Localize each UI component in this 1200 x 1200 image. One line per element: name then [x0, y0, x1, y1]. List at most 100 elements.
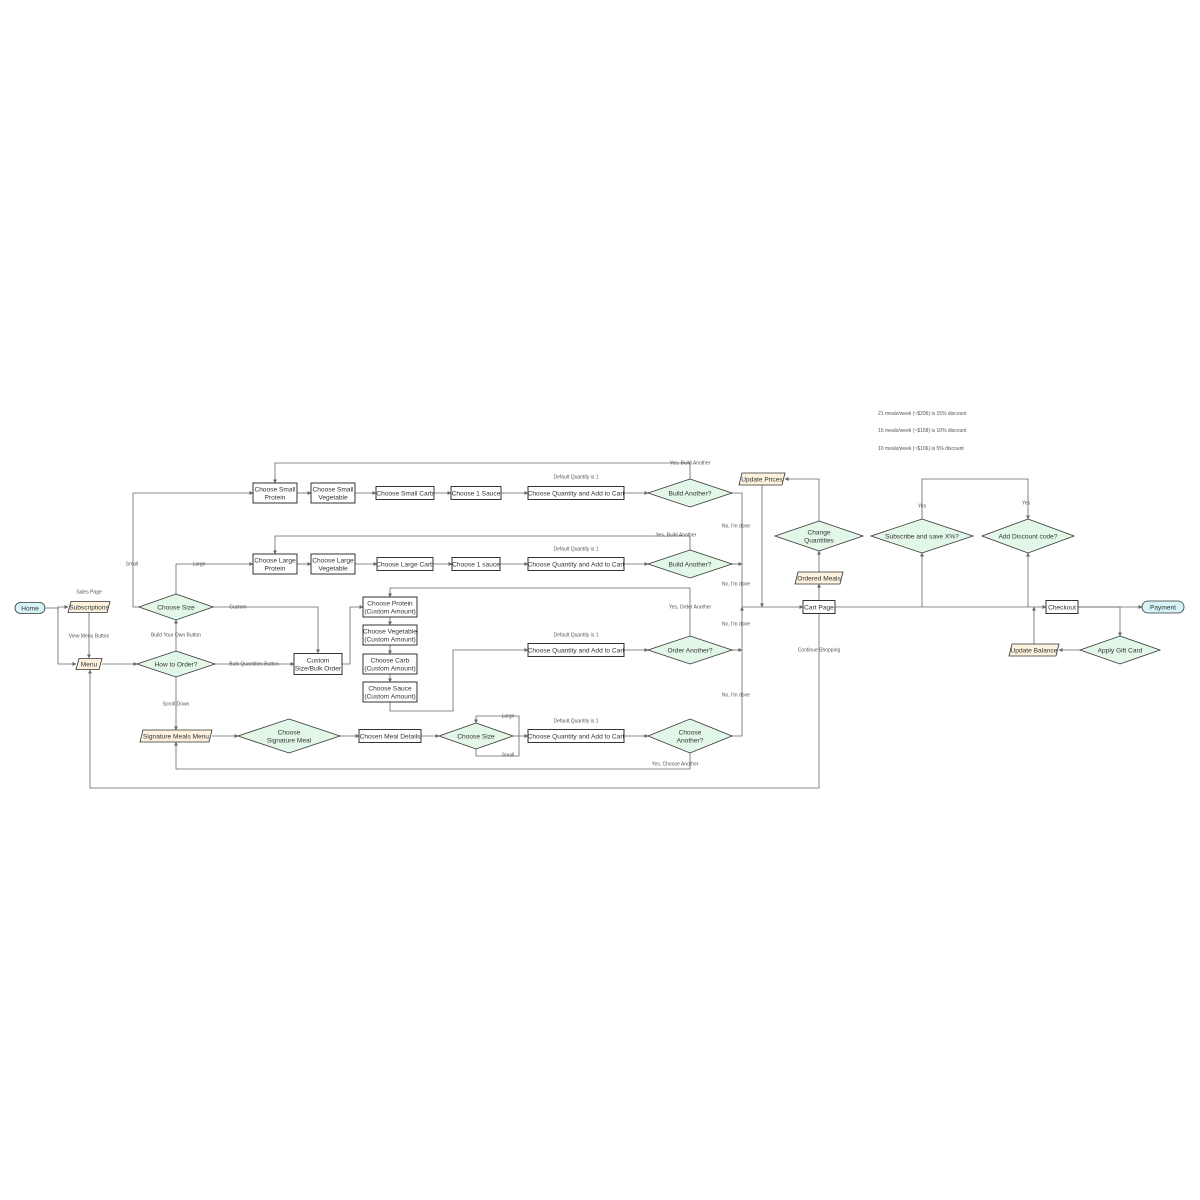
node-label: Choose Size [157, 604, 195, 611]
node-shape [646, 635, 734, 665]
node-order-another[interactable]: Order Another? [646, 635, 734, 665]
node-label: Choose Protein(Custom Amount) [364, 600, 415, 615]
node-home[interactable]: Home [14, 602, 46, 614]
node-choose-size[interactable]: Choose Size [137, 593, 215, 621]
node-shape [358, 729, 422, 743]
node-choose-vegetable-custom[interactable]: Choose Vegetable(Custom Amount) [362, 624, 418, 646]
node-shape [310, 553, 356, 575]
node-shape [1045, 600, 1079, 614]
node-label: Choose Vegetable(Custom Amount) [363, 628, 417, 643]
node-choose-1-sauce-large[interactable]: Choose 1 sauce [451, 557, 501, 571]
node-add-discount-code[interactable]: Add Discount code? [980, 518, 1076, 554]
edge-size-large [175, 562, 254, 594]
edge-continue [88, 613, 820, 789]
node-chosen-meal-details[interactable]: Chosen Meal Details [358, 729, 422, 743]
node-label: Choose 1 Sauce [452, 490, 501, 497]
node-shape [362, 596, 418, 618]
node-how-to-order[interactable]: How to Order? [135, 650, 217, 678]
edge-label-continue-shopping: Continue Shopping [798, 648, 841, 654]
edge-label-default-qty-custom: Default Quantity is 1 [553, 633, 598, 639]
node-ordered-meals[interactable]: Ordered Meals [794, 571, 844, 585]
edge-l-loop [273, 535, 691, 555]
edge-sig-done [732, 606, 744, 737]
node-qty-cart-small[interactable]: Choose Quantity and Add to Cart [527, 486, 625, 500]
node-shape [252, 482, 298, 504]
edge-label-no-done-1: No, I'm done [722, 524, 750, 530]
node-build-another-large[interactable]: Build Another? [646, 549, 734, 579]
edge-label-default-qty-small: Default Quantity is 1 [553, 475, 598, 481]
node-shape [646, 478, 734, 508]
edge-label-yes-subscribe: Yes [918, 504, 927, 510]
node-shape [139, 729, 213, 743]
node-choose-small-carb[interactable]: Choose Small Carb [375, 486, 435, 500]
node-choose-large-carb[interactable]: Choose Large Carb [376, 557, 434, 571]
note-discount-10: 10 meals/week (~$106) is 5% discount [878, 446, 964, 452]
edge-label-view-menu-button: View Menu Button [69, 634, 110, 640]
node-choose-size-signature[interactable]: Choose Size [437, 722, 515, 750]
node-choose-sauce-custom[interactable]: Choose Sauce(Custom Amount) [362, 681, 418, 703]
edge-custom-chain [342, 605, 364, 665]
node-label: Subscriptions [69, 604, 109, 611]
node-cart-page[interactable]: Cart Page [802, 600, 836, 614]
node-label: Update Prices [741, 476, 783, 483]
node-choose-1-sauce-small[interactable]: Choose 1 Sauce [450, 486, 502, 500]
node-label: Build Another? [669, 561, 712, 568]
edge-label-yes-build-another-large: Yes, Build Another [656, 533, 697, 539]
edge-label-yes-build-another-small: Yes, Build Another [670, 461, 711, 467]
node-shape [451, 557, 501, 571]
note-discount-15: 15 meals/week (~$158) is 10% discount [878, 428, 967, 434]
edge-checkout-gift [1078, 606, 1122, 637]
node-choose-protein-custom[interactable]: Choose Protein(Custom Amount) [362, 596, 418, 618]
node-shape [135, 650, 217, 678]
node-update-balance[interactable]: Update Balance [1008, 643, 1060, 657]
node-label: Build Another? [669, 490, 712, 497]
edge-label-yes-choose-another: Yes, Choose Another [652, 762, 699, 768]
node-signature-meals-menu[interactable]: Signature Meals Menu [139, 729, 213, 743]
node-checkout[interactable]: Checkout [1045, 600, 1079, 614]
node-qty-cart-custom[interactable]: Choose Quantity and Add to Cart [527, 643, 625, 657]
edge-sig-large [474, 715, 520, 737]
node-shape [450, 486, 502, 500]
node-choose-carb-custom[interactable]: Choose Carb(Custom Amount) [362, 653, 418, 675]
edge-label-scroll-down: Scroll Down [163, 702, 190, 708]
node-build-another-small[interactable]: Build Another? [646, 478, 734, 508]
node-subscriptions[interactable]: Subscriptions [67, 601, 111, 613]
node-shape [437, 722, 515, 750]
node-label: Ordered Meals [797, 575, 841, 582]
node-shape [362, 681, 418, 703]
node-shape [362, 653, 418, 675]
edge-c-out [389, 648, 529, 712]
node-update-prices[interactable]: Update Prices [738, 472, 786, 486]
node-shape [646, 718, 734, 754]
node-qty-cart-signature[interactable]: Choose Quantity and Add to Cart [527, 729, 625, 743]
node-shape [376, 557, 434, 571]
node-label: Choose Quantity and Add to Cart [528, 733, 625, 740]
node-qty-cart-large[interactable]: Choose Quantity and Add to Cart [527, 557, 625, 571]
node-label: Choose Sauce(Custom Amount) [364, 685, 415, 700]
edge-home [46, 607, 77, 666]
node-apply-gift-card[interactable]: Apply Gift Card [1078, 635, 1162, 665]
edge-label-no-done-4: No, I'm done [722, 693, 750, 699]
node-menu[interactable]: Menu [75, 658, 103, 670]
node-shape [869, 518, 975, 554]
node-payment[interactable]: Payment [1141, 600, 1185, 614]
edge-label-no-done-2: No, I'm done [722, 582, 750, 588]
node-label: Signature Meals Menu [143, 733, 209, 740]
node-shape [794, 571, 844, 585]
node-subscribe-save[interactable]: Subscribe and save X%? [869, 518, 975, 554]
